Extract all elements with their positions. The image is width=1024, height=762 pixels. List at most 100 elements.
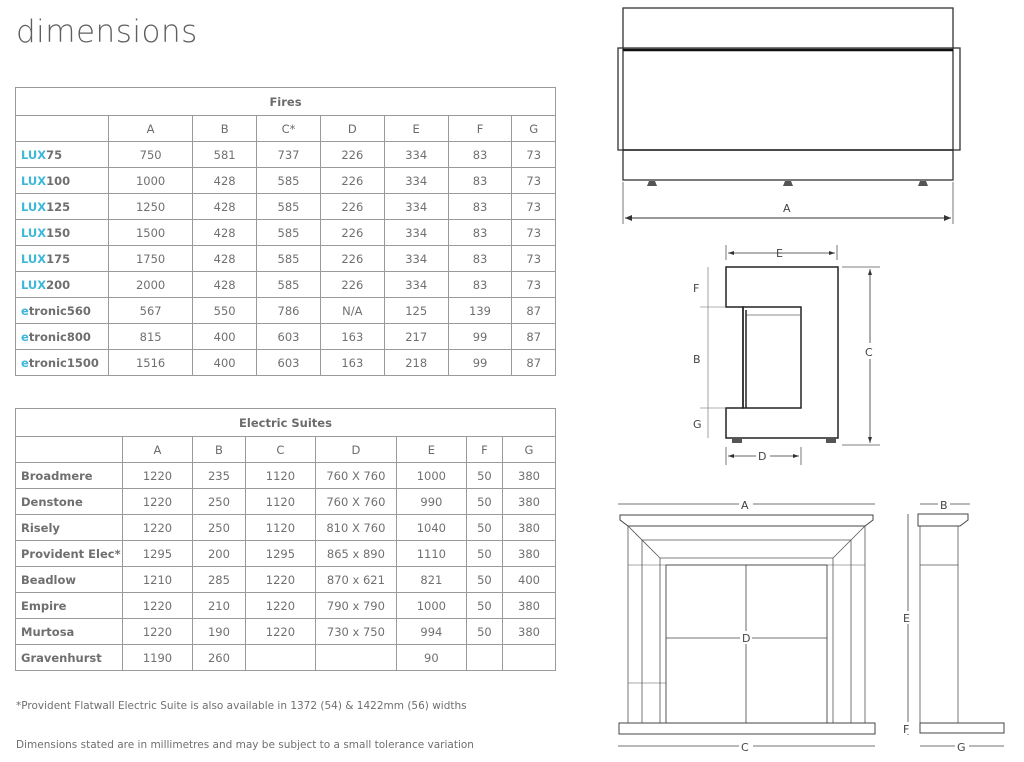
dimension-cell: 260 <box>191 644 246 671</box>
product-name: LUX100 <box>15 167 109 194</box>
dimension-label-g: G <box>957 741 966 754</box>
dimension-cell: 217 <box>383 323 449 350</box>
dimension-cell: 210 <box>191 592 246 619</box>
dimension-cell: 1000 <box>395 462 467 489</box>
model-suffix: tronic800 <box>28 329 91 344</box>
dimension-cell: 1190 <box>122 644 193 671</box>
dimension-cell: 163 <box>319 323 385 350</box>
suites-table-caption: Electric Suites <box>15 408 556 437</box>
suite-name: Provident Elec* <box>15 540 123 567</box>
dimension-cell: 380 <box>501 618 557 645</box>
col-header: E <box>383 115 449 142</box>
dimension-cell: 73 <box>511 245 556 272</box>
dimension-cell: 1220 <box>122 592 193 619</box>
dimension-cell: 567 <box>107 297 194 324</box>
suite-front-diagram: A D C <box>618 498 876 754</box>
dimension-cell: 760 X 760 <box>314 462 397 489</box>
dimension-cell: 50 <box>465 488 503 515</box>
dimension-label-d: D <box>758 450 766 463</box>
dimension-cell: 585 <box>256 245 321 272</box>
dimension-cell: 83 <box>447 167 513 194</box>
dimension-cell: 99 <box>447 323 513 350</box>
dimension-cell: 380 <box>501 462 557 489</box>
product-name: etronic800 <box>15 323 109 350</box>
col-header: E <box>395 436 467 463</box>
dimension-cell <box>501 644 557 671</box>
model-suffix: tronic1500 <box>28 355 99 370</box>
dimension-cell: 235 <box>191 462 246 489</box>
dimension-cell: 50 <box>465 566 503 593</box>
dimension-cell: 334 <box>383 193 449 220</box>
dimension-cell: 815 <box>107 323 194 350</box>
dimension-label-d: D <box>742 632 750 645</box>
dimension-cell: 1000 <box>395 592 467 619</box>
model-suffix: 150 <box>46 225 71 240</box>
col-header: F <box>447 115 513 142</box>
product-name: LUX175 <box>15 245 109 272</box>
suites-header-row: A B C D E F G <box>15 436 557 463</box>
dimension-cell: 585 <box>256 167 321 194</box>
dimension-cell: 334 <box>383 245 449 272</box>
col-header: D <box>314 436 397 463</box>
col-header: F <box>465 436 503 463</box>
dimension-cell: 334 <box>383 271 449 298</box>
dimension-cell: 226 <box>319 141 385 168</box>
dimension-cell: 760 X 760 <box>314 488 397 515</box>
dimension-cell: 218 <box>383 349 449 376</box>
dimension-cell: 200 <box>191 540 246 567</box>
brand-prefix: LUX <box>21 173 47 188</box>
dimension-cell: 865 x 890 <box>314 540 397 567</box>
dimension-cell: N/A <box>319 297 385 324</box>
fire-side-diagram: E F B G C D <box>693 245 880 465</box>
dimension-cell: 585 <box>256 193 321 220</box>
dimension-cell <box>244 644 316 671</box>
dimension-cell: 73 <box>511 167 556 194</box>
dimension-cell: 334 <box>383 167 449 194</box>
fire-front-diagram: A <box>617 7 961 224</box>
dimension-cell: 428 <box>192 245 258 272</box>
dimension-cell: 870 x 621 <box>314 566 397 593</box>
dimension-cell <box>465 644 503 671</box>
dimension-cell: 1210 <box>122 566 193 593</box>
col-header: B <box>192 115 258 142</box>
col-header: A <box>107 115 194 142</box>
dimension-cell: 550 <box>192 297 258 324</box>
model-suffix: 200 <box>46 277 71 292</box>
dimension-cell: 400 <box>192 349 258 376</box>
product-name: LUX125 <box>15 193 109 220</box>
dimension-cell: 1295 <box>244 540 316 567</box>
brand-prefix: e <box>21 329 29 344</box>
brand-prefix: LUX <box>21 277 47 292</box>
brand-prefix: LUX <box>21 199 47 214</box>
dimension-cell: 603 <box>256 349 321 376</box>
dimension-cell: 603 <box>256 323 321 350</box>
disclaimer: Dimensions stated are in millimetres and… <box>16 739 474 751</box>
dimension-cell: 139 <box>447 297 513 324</box>
dimension-cell: 1220 <box>122 514 193 541</box>
dimension-cell: 737 <box>256 141 321 168</box>
dimension-label-e: E <box>903 612 910 625</box>
model-suffix: 75 <box>46 147 63 162</box>
model-suffix: 125 <box>46 199 71 214</box>
brand-prefix: LUX <box>21 225 47 240</box>
col-header: C* <box>256 115 321 142</box>
dimension-label-f: F <box>903 723 909 736</box>
dimension-cell: 428 <box>192 219 258 246</box>
dimension-cell: 50 <box>465 592 503 619</box>
dimension-label-f: F <box>693 282 699 295</box>
dimension-cell: 87 <box>511 349 556 376</box>
product-name: LUX75 <box>15 141 109 168</box>
footnote: *Provident Flatwall Electric Suite is al… <box>16 700 467 712</box>
dimension-cell: 380 <box>501 514 557 541</box>
dimension-label-c: C <box>865 346 873 359</box>
product-name: etronic560 <box>15 297 109 324</box>
col-header: A <box>122 436 193 463</box>
page-title: dimensions <box>16 14 198 50</box>
dimension-cell: 99 <box>447 349 513 376</box>
dimension-cell: 810 X 760 <box>314 514 397 541</box>
